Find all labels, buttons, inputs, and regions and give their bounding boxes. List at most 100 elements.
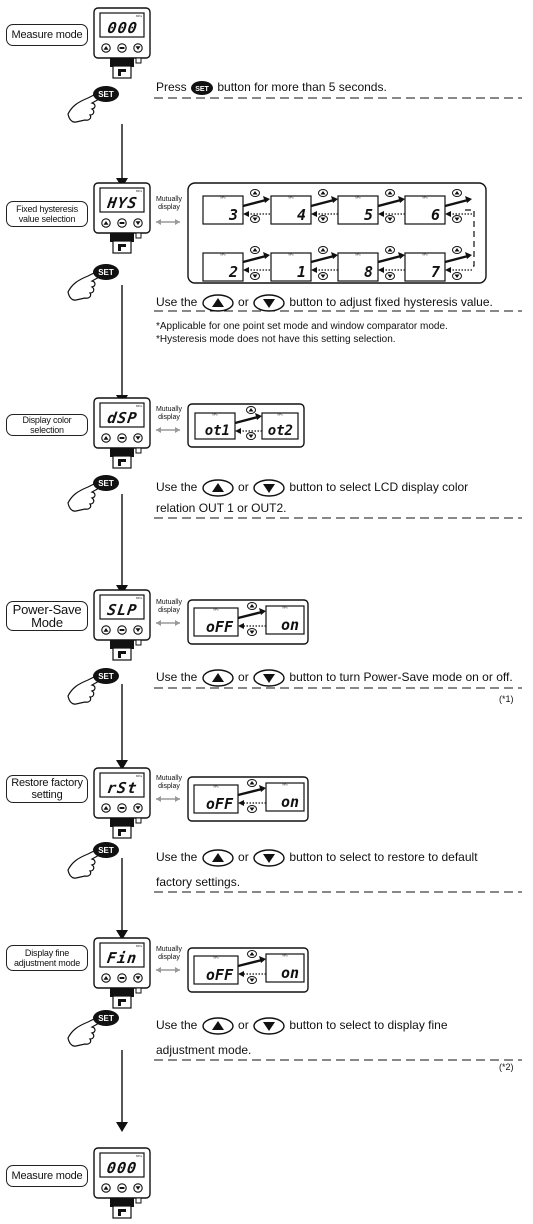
- option-lcd: MPa 2: [202, 252, 244, 282]
- back-arrow-head: [243, 211, 249, 217]
- devices: MPa000MPaHYSMPadSPMPaSLPMParStMPaFinMPa0…: [93, 7, 151, 1219]
- or-text: or: [238, 295, 249, 310]
- forward-arrow-head: [263, 196, 270, 203]
- set-key-mark: [119, 47, 125, 49]
- down-button-icon: [253, 294, 285, 312]
- step-label-measure-mode: Measure mode: [6, 24, 88, 46]
- set-key-mark: [119, 807, 125, 809]
- mini-down-triangle-icon: [252, 217, 258, 221]
- option-lcd-value: 3: [228, 206, 238, 224]
- device-side-tab: [135, 817, 142, 824]
- or-text: or: [238, 670, 249, 685]
- up-triangle-icon: [103, 221, 109, 225]
- option-panels: MPa3MPa4MPa5MPa6MPa2MPa1MPa8MPa7MPaot1MP…: [156, 182, 487, 993]
- option-lcd-value: 2: [228, 263, 238, 281]
- forward-arrow: [444, 198, 469, 208]
- option-lcd-value: oFF: [206, 966, 234, 984]
- fitting-mark: [118, 1209, 126, 1216]
- forward-arrow: [234, 415, 259, 425]
- back-arrow-head: [311, 211, 317, 217]
- option-lcd-frame: [193, 784, 239, 814]
- unit-mark: MPa: [136, 944, 143, 948]
- down-button-icon: [253, 849, 285, 867]
- set-badge-text: SET: [98, 90, 114, 99]
- forward-arrow: [237, 787, 263, 797]
- device-neck: [110, 448, 134, 457]
- option-lcd-value: 7: [431, 263, 440, 281]
- forward-arrow: [242, 254, 267, 264]
- forward-arrow-head: [259, 608, 266, 615]
- wrap-dashed-line: [465, 209, 475, 267]
- mini-down-triangle-icon: [387, 217, 393, 221]
- step-label-display-fine: Display fine adjustment mode: [6, 945, 88, 971]
- mutually-display-label: Mutually display: [155, 946, 183, 961]
- option-lcd-value: 6: [431, 206, 440, 224]
- fin-text-1: button to select to display fine: [289, 1018, 448, 1033]
- up-button-icon: [202, 1017, 234, 1035]
- mini-down-triangle-icon: [252, 274, 258, 278]
- device-neck: [110, 818, 134, 827]
- up-button-icon: [202, 479, 234, 497]
- fitting-mark: [118, 829, 126, 836]
- press-word: Press: [156, 80, 187, 95]
- device-lcd: [99, 12, 145, 38]
- lcd-display-text: dSP: [106, 409, 139, 427]
- up-triangle-icon: [103, 976, 109, 980]
- use-the-text: Use the: [156, 295, 198, 310]
- hand-press-icon: SET: [67, 264, 119, 301]
- option-lcd-frame: [265, 782, 305, 812]
- forward-arrow-head: [465, 196, 472, 203]
- fitting-mark: [118, 651, 126, 658]
- forward-arrow: [310, 198, 335, 208]
- set-key-mark: [119, 1187, 125, 1189]
- back-arrow-head: [378, 267, 384, 273]
- down-triangle-icon: [135, 628, 141, 632]
- back-arrow-head: [235, 428, 241, 434]
- or-text: or: [238, 1018, 249, 1033]
- mini-up-triangle-icon: [248, 408, 254, 412]
- back-arrow-head: [378, 211, 384, 217]
- set-badge-icon: [93, 1010, 119, 1026]
- forward-arrow: [242, 198, 267, 208]
- set-button-icon: SET: [191, 81, 214, 95]
- device-lcd: [99, 772, 145, 798]
- mini-down-triangle-icon: [320, 274, 326, 278]
- forward-arrow: [237, 610, 263, 620]
- mutual-arrow-head: [175, 967, 180, 973]
- unit-mark: MPa: [282, 784, 288, 787]
- option-lcd-frame: [202, 252, 244, 282]
- hand-press-icon: SET: [67, 668, 119, 705]
- mutual-arrow-head: [156, 967, 161, 973]
- set-badge-text: SET: [98, 268, 114, 277]
- unit-mark: MPa: [282, 955, 288, 958]
- up-triangle-icon: [103, 46, 109, 50]
- mutually-display-label: Mutually display: [155, 775, 183, 790]
- device-side-tab: [135, 639, 142, 646]
- dashed-underlines: [154, 97, 522, 1061]
- option-lcd-frame: [265, 605, 305, 635]
- unit-mark: MPa: [355, 254, 361, 257]
- back-arrow-head: [238, 800, 244, 806]
- unit-mark: MPa: [422, 197, 428, 200]
- option-lcd-frame: [337, 252, 379, 282]
- forward-arrow-head: [263, 252, 270, 259]
- set-key-mark: [119, 437, 125, 439]
- unit-mark: MPa: [213, 957, 219, 960]
- set-badge-icon: [93, 842, 119, 858]
- back-arrow-head: [238, 623, 244, 629]
- option-lcd: MPa 6: [404, 195, 446, 225]
- mutual-arrow-head: [156, 796, 161, 802]
- step-label-fixed-hysteresis: Fixed hysteresis value selection: [6, 201, 88, 227]
- unit-mark: MPa: [136, 596, 143, 600]
- step-label-restore-factory: Restore factory setting: [6, 775, 88, 803]
- unit-mark: MPa: [220, 254, 226, 257]
